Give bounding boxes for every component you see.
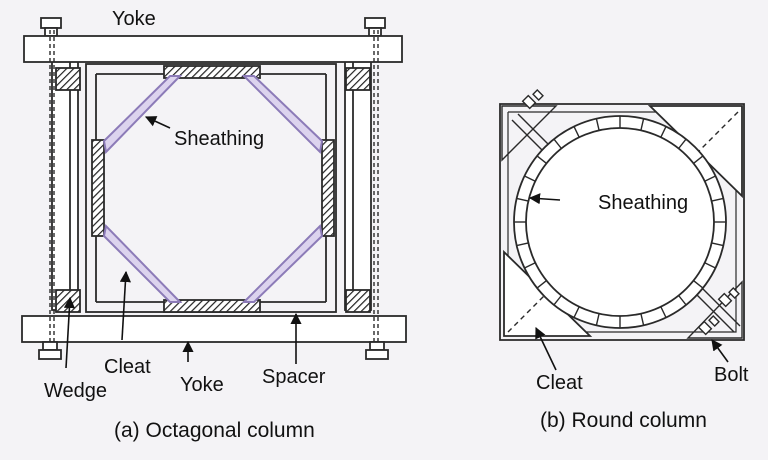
caption-round-column: (b) Round column — [540, 409, 707, 432]
label-yoke-top: Yoke — [112, 8, 156, 30]
bolt-bottom-left — [38, 341, 62, 360]
wedge-bottom-right — [345, 289, 371, 313]
wedge-bottom-left — [55, 289, 81, 313]
arrow-wedge-a — [63, 296, 76, 369]
octagonal-column-figure — [21, 17, 407, 369]
label-spacer: Spacer — [262, 366, 326, 388]
sheathing-diagonal-bottom-left — [102, 223, 183, 303]
stave-joint — [693, 280, 704, 289]
yoke-top — [23, 35, 403, 63]
bolt-top-left — [40, 17, 62, 37]
round-bolt-bottom-right — [697, 287, 740, 336]
bolt-bottom-right — [365, 341, 389, 360]
sheathing-face-right — [321, 139, 335, 237]
stave-joint — [573, 306, 580, 318]
stave-joint — [660, 126, 667, 138]
arrow-bolt-b — [711, 339, 729, 363]
round-column-figure — [499, 89, 745, 371]
sheathing-face-top — [163, 65, 261, 79]
side-member-left — [51, 47, 79, 311]
sheathing-diagonal-top-left — [102, 75, 183, 155]
round-bolt-top-left — [521, 89, 544, 110]
stave-joint — [553, 138, 562, 149]
label-sheathing-b: Sheathing — [598, 192, 689, 214]
stave-joint — [524, 175, 536, 182]
stave-joint — [678, 295, 687, 306]
stave-joint — [640, 313, 645, 326]
stave-joint — [595, 118, 600, 131]
arrow-sheathing-a — [144, 116, 171, 129]
round-corner-bottom-right — [686, 280, 743, 339]
stave-joint — [704, 262, 716, 269]
label-bolt: Bolt — [714, 364, 749, 386]
stave-joint — [711, 197, 724, 202]
stave-joint — [711, 242, 724, 247]
stave-joint — [573, 126, 580, 138]
inner-frame — [85, 63, 337, 313]
wedge-top-right — [345, 67, 371, 91]
caption-octagonal-column: (a) Octagonal column — [114, 419, 315, 442]
label-sheathing-a: Sheathing — [174, 128, 265, 150]
stave-joint — [660, 306, 667, 318]
sheathing-diagonal-bottom-right — [241, 223, 324, 303]
stave-joint — [516, 242, 529, 247]
label-cleat-a: Cleat — [104, 356, 151, 378]
label-cleat-b: Cleat — [536, 372, 583, 394]
arrow-sheathing-b — [528, 193, 561, 205]
stave-joint — [595, 313, 600, 326]
stave-joint — [536, 155, 547, 164]
wedge-top-left — [55, 67, 81, 91]
stave-joint — [693, 155, 704, 164]
stave-joint — [640, 118, 645, 131]
arrow-cleat-a — [119, 270, 131, 341]
yoke-bottom — [21, 315, 407, 343]
round-sheathing-inner — [525, 127, 715, 317]
stave-joint — [678, 138, 687, 149]
sheathing-face-bottom — [163, 299, 261, 313]
label-yoke-bottom: Yoke — [180, 374, 224, 396]
bolt-top-right — [364, 17, 386, 37]
arrow-cleat-b — [535, 326, 557, 371]
stave-joint — [704, 175, 716, 182]
sheathing-face-left — [91, 139, 105, 237]
sheathing-diagonal-top-right — [241, 75, 324, 155]
stave-joint — [524, 262, 536, 269]
round-outer-box — [499, 103, 745, 341]
stave-joint — [536, 280, 547, 289]
stave-joint — [553, 295, 562, 306]
label-wedge: Wedge — [44, 380, 108, 402]
stave-joint — [516, 197, 529, 202]
